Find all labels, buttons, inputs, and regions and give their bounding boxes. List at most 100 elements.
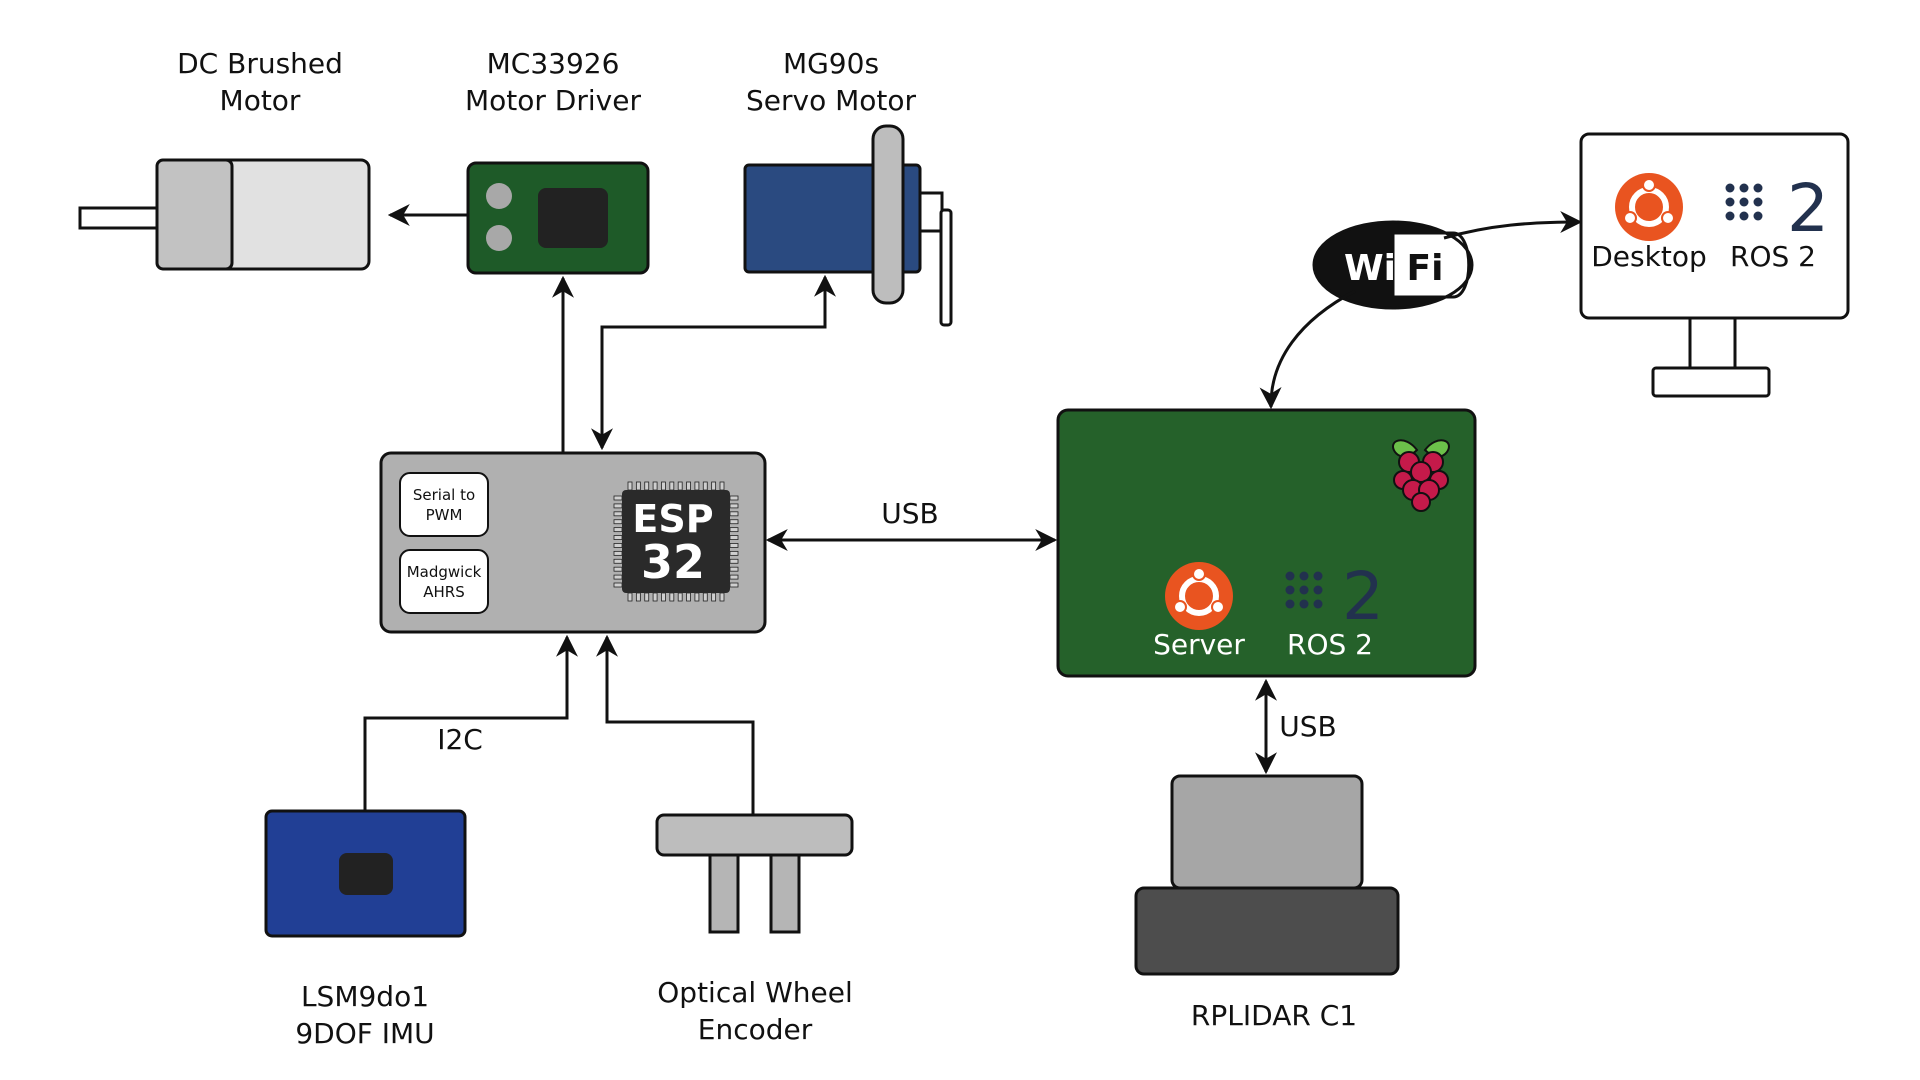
servo-cable-housing (918, 191, 944, 233)
esp32-chip-pin (644, 481, 650, 491)
monitor-neck (1688, 316, 1737, 372)
esp32-chip-pin (652, 592, 658, 602)
esp32-board: Serial to PWM Madgwick AHRS ESP 32 (379, 451, 767, 634)
esp32-chip-pin (729, 511, 739, 517)
module-madgwick-line2: AHRS (423, 583, 464, 601)
esp32-chip-pin (729, 582, 739, 588)
desktop-monitor: 2 Desktop ROS 2 (1579, 132, 1850, 398)
ros2-icon (1285, 571, 1323, 609)
esp32-chip-pin (613, 550, 623, 556)
pi-ros-caption: ROS 2 (1287, 628, 1373, 661)
lidar-top (1170, 774, 1364, 890)
esp32-chip-icon: ESP 32 (613, 481, 739, 602)
esp32-chip-pin (613, 558, 623, 564)
esp32-chip-pin (635, 592, 641, 602)
ros2-icon (1725, 183, 1763, 221)
raspberry-pi-board: 2 Server ROS 2 (1056, 408, 1477, 678)
usb-pi-lidar-label: USB (1279, 710, 1336, 743)
esp32-chip-pin (613, 511, 623, 517)
esp32-chip-pin (669, 592, 675, 602)
esp32-chip-pin (694, 481, 700, 491)
esp32-chip-pin (613, 527, 623, 533)
esp32-chip-pin (729, 527, 739, 533)
esp32-chip-pin (627, 592, 633, 602)
esp32-chip-pin (729, 574, 739, 580)
encoder-label-line1: Optical Wheel (657, 976, 852, 1009)
esp32-chip-pin (613, 519, 623, 525)
motor-endcap (155, 158, 234, 271)
esp32-chip-pin (613, 566, 623, 572)
motor-driver-label-line2: Motor Driver (465, 84, 641, 117)
encoder-label-line2: Encoder (698, 1013, 813, 1046)
esp32-chip-body (622, 490, 730, 593)
module-madgwick-line1: Madgwick (407, 563, 482, 581)
esp32-chip-pin (719, 592, 725, 602)
wifi-fi: Fi (1407, 248, 1444, 289)
pi-ros-number: 2 (1342, 558, 1384, 635)
motor-shaft (78, 206, 162, 230)
wifi-logo: Wi Fi (1312, 220, 1474, 310)
rplidar (1134, 774, 1400, 976)
esp32-chip-pin (694, 592, 700, 602)
encoder-top (655, 813, 854, 857)
optical-encoder (655, 813, 854, 934)
esp32-chip-pin (677, 481, 683, 491)
imu-label-line1: LSM9do1 (301, 980, 429, 1013)
raspberry-pi-icon (1392, 439, 1450, 512)
esp32-chip-pin (613, 503, 623, 509)
esp32-chip-pin (702, 481, 708, 491)
raspberry-pi-pcb (1056, 408, 1477, 678)
esp32-chip-pin (702, 592, 708, 602)
esp32-chip-pin (661, 592, 666, 602)
esp32-chip-pin (729, 495, 739, 501)
desktop-ros-number: 2 (1787, 170, 1829, 247)
imu-board (264, 809, 467, 938)
esp32-chip-pin (729, 503, 739, 509)
ubuntu-icon (1615, 173, 1683, 241)
esp32-chip-pin (729, 535, 739, 540)
wire-wifi-to-pi (1259, 289, 1356, 410)
module-serial-line2: PWM (426, 506, 463, 524)
desktop-ubuntu-caption: Desktop (1591, 240, 1706, 273)
dc-brushed-motor (78, 158, 371, 271)
esp32-chip-pin (635, 481, 641, 491)
pi-ubuntu-caption: Server (1153, 628, 1245, 661)
driver-terminal-2 (486, 225, 512, 251)
esp32-chip-pin (613, 535, 623, 540)
encoder-leg-right (769, 853, 801, 934)
module-serial-line1: Serial to (413, 486, 475, 504)
module-madgwick-ahrs (399, 549, 489, 614)
esp32-chip-pin (729, 550, 739, 556)
esp32-chip-pin (627, 481, 633, 491)
imu-chip (339, 853, 393, 895)
esp32-chip-pin (686, 481, 691, 491)
esp32-chip-pin (652, 481, 658, 491)
esp32-chip-pin (677, 592, 683, 602)
esp32-chip-pin (711, 592, 717, 602)
servo-motor (743, 124, 953, 327)
motor-driver-board (466, 161, 650, 275)
esp32-chip-pin (729, 543, 739, 548)
esp32-chip-pin (613, 574, 623, 580)
wire-wifi-to-desktop (1443, 211, 1583, 240)
imu-label-line2: 9DOF IMU (295, 1017, 434, 1050)
esp32-chip-pin (669, 481, 675, 491)
esp32-chip-pin (686, 592, 691, 602)
esp32-chip-line2: 32 (641, 535, 705, 589)
wire-imu-i2c (363, 634, 578, 811)
servo-label-line1: MG90s (783, 47, 879, 80)
esp32-chip-pin (613, 582, 623, 588)
i2c-label: I2C (437, 723, 483, 756)
dc-motor-label-line1: DC Brushed (177, 47, 343, 80)
esp32-chip-pin (729, 558, 739, 564)
module-serial-to-pwm (399, 472, 489, 537)
esp32-chip-pin (711, 481, 717, 491)
esp32-chip-pin (613, 495, 623, 501)
wire-encoder (596, 634, 755, 815)
ubuntu-icon (1165, 562, 1233, 630)
servo-label-line2: Servo Motor (746, 84, 917, 117)
esp32-chip-pin (719, 481, 725, 491)
servo-horn (871, 124, 905, 305)
